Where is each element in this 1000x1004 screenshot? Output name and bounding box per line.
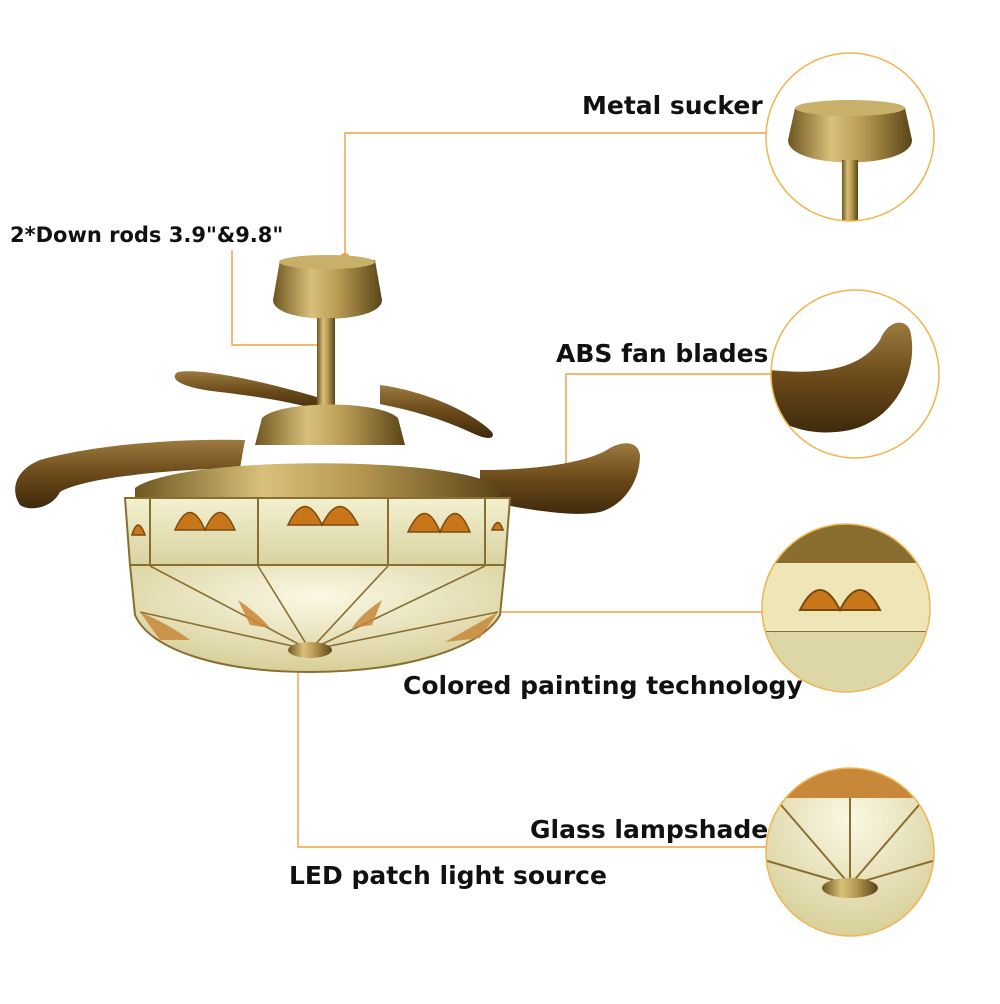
canopy-top: [279, 255, 375, 269]
fan-blade-back-right: [380, 385, 493, 438]
fan-blade-front-right: [480, 443, 640, 514]
detail-circle-glass-lampshade: [765, 767, 935, 937]
lampshade-amber-panels: [140, 600, 498, 642]
callout-fan-blades: ABS fan blades: [556, 339, 769, 368]
leader-line-glass-lampshade: [297, 650, 766, 848]
lampshade-ribs: [139, 565, 499, 651]
detail-circle-colored-painting: [761, 523, 931, 693]
callout-metal-sucker: Metal sucker: [582, 91, 763, 120]
amber-shell-motifs: [130, 505, 505, 536]
fan-blade-front-left: [15, 439, 246, 509]
leader-line-metal-sucker: [344, 132, 766, 258]
lamp-upper-rim: [135, 463, 500, 500]
callout-down-rods: 2*Down rods 3.9"&9.8": [10, 223, 284, 247]
fan-blade-back-left: [174, 371, 325, 412]
leader-line-down-rods: [231, 250, 318, 346]
lampshade-finial: [288, 642, 332, 658]
down-rod: [317, 318, 335, 406]
band-dividers: [149, 498, 486, 565]
canopy-metal-sucker: [273, 260, 382, 319]
detail-circle-fan-blades: [770, 289, 940, 459]
detail-circle-metal-sucker: [765, 52, 935, 222]
motor-housing: [255, 404, 405, 445]
callout-colored-painting: Colored painting technology: [403, 671, 803, 700]
callout-glass-lampshade: Glass lampshade: [530, 815, 769, 844]
ceiling-fan-main: [15, 255, 640, 674]
callout-led-light: LED patch light source: [289, 861, 607, 890]
leader-line-fan-blades: [565, 373, 772, 481]
